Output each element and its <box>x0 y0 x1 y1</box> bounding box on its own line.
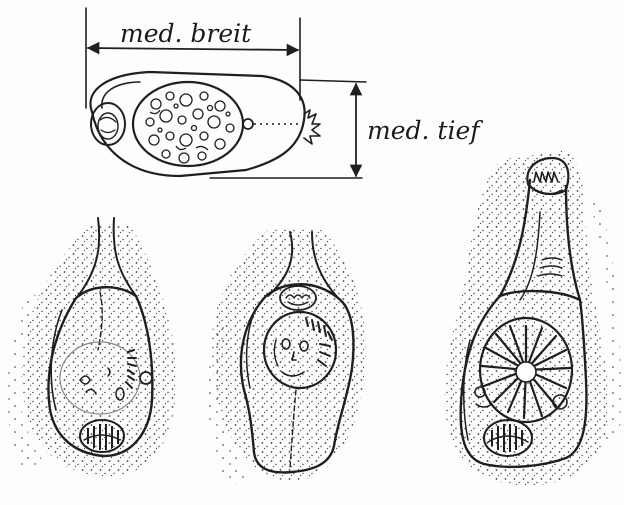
frill <box>304 110 320 144</box>
capsule-inner-line <box>102 82 140 108</box>
specimen-middle <box>208 228 366 486</box>
granule-texture <box>146 92 234 163</box>
width-label: med. breit <box>120 19 252 48</box>
top-specimen: med. breit med. tief <box>86 8 483 178</box>
depth-extension-top <box>300 80 366 82</box>
specimen-right <box>445 150 621 486</box>
specimen-left <box>7 218 176 476</box>
knob <box>243 119 253 129</box>
depth-label: med. tief <box>367 116 483 145</box>
width-arrow <box>88 48 298 50</box>
